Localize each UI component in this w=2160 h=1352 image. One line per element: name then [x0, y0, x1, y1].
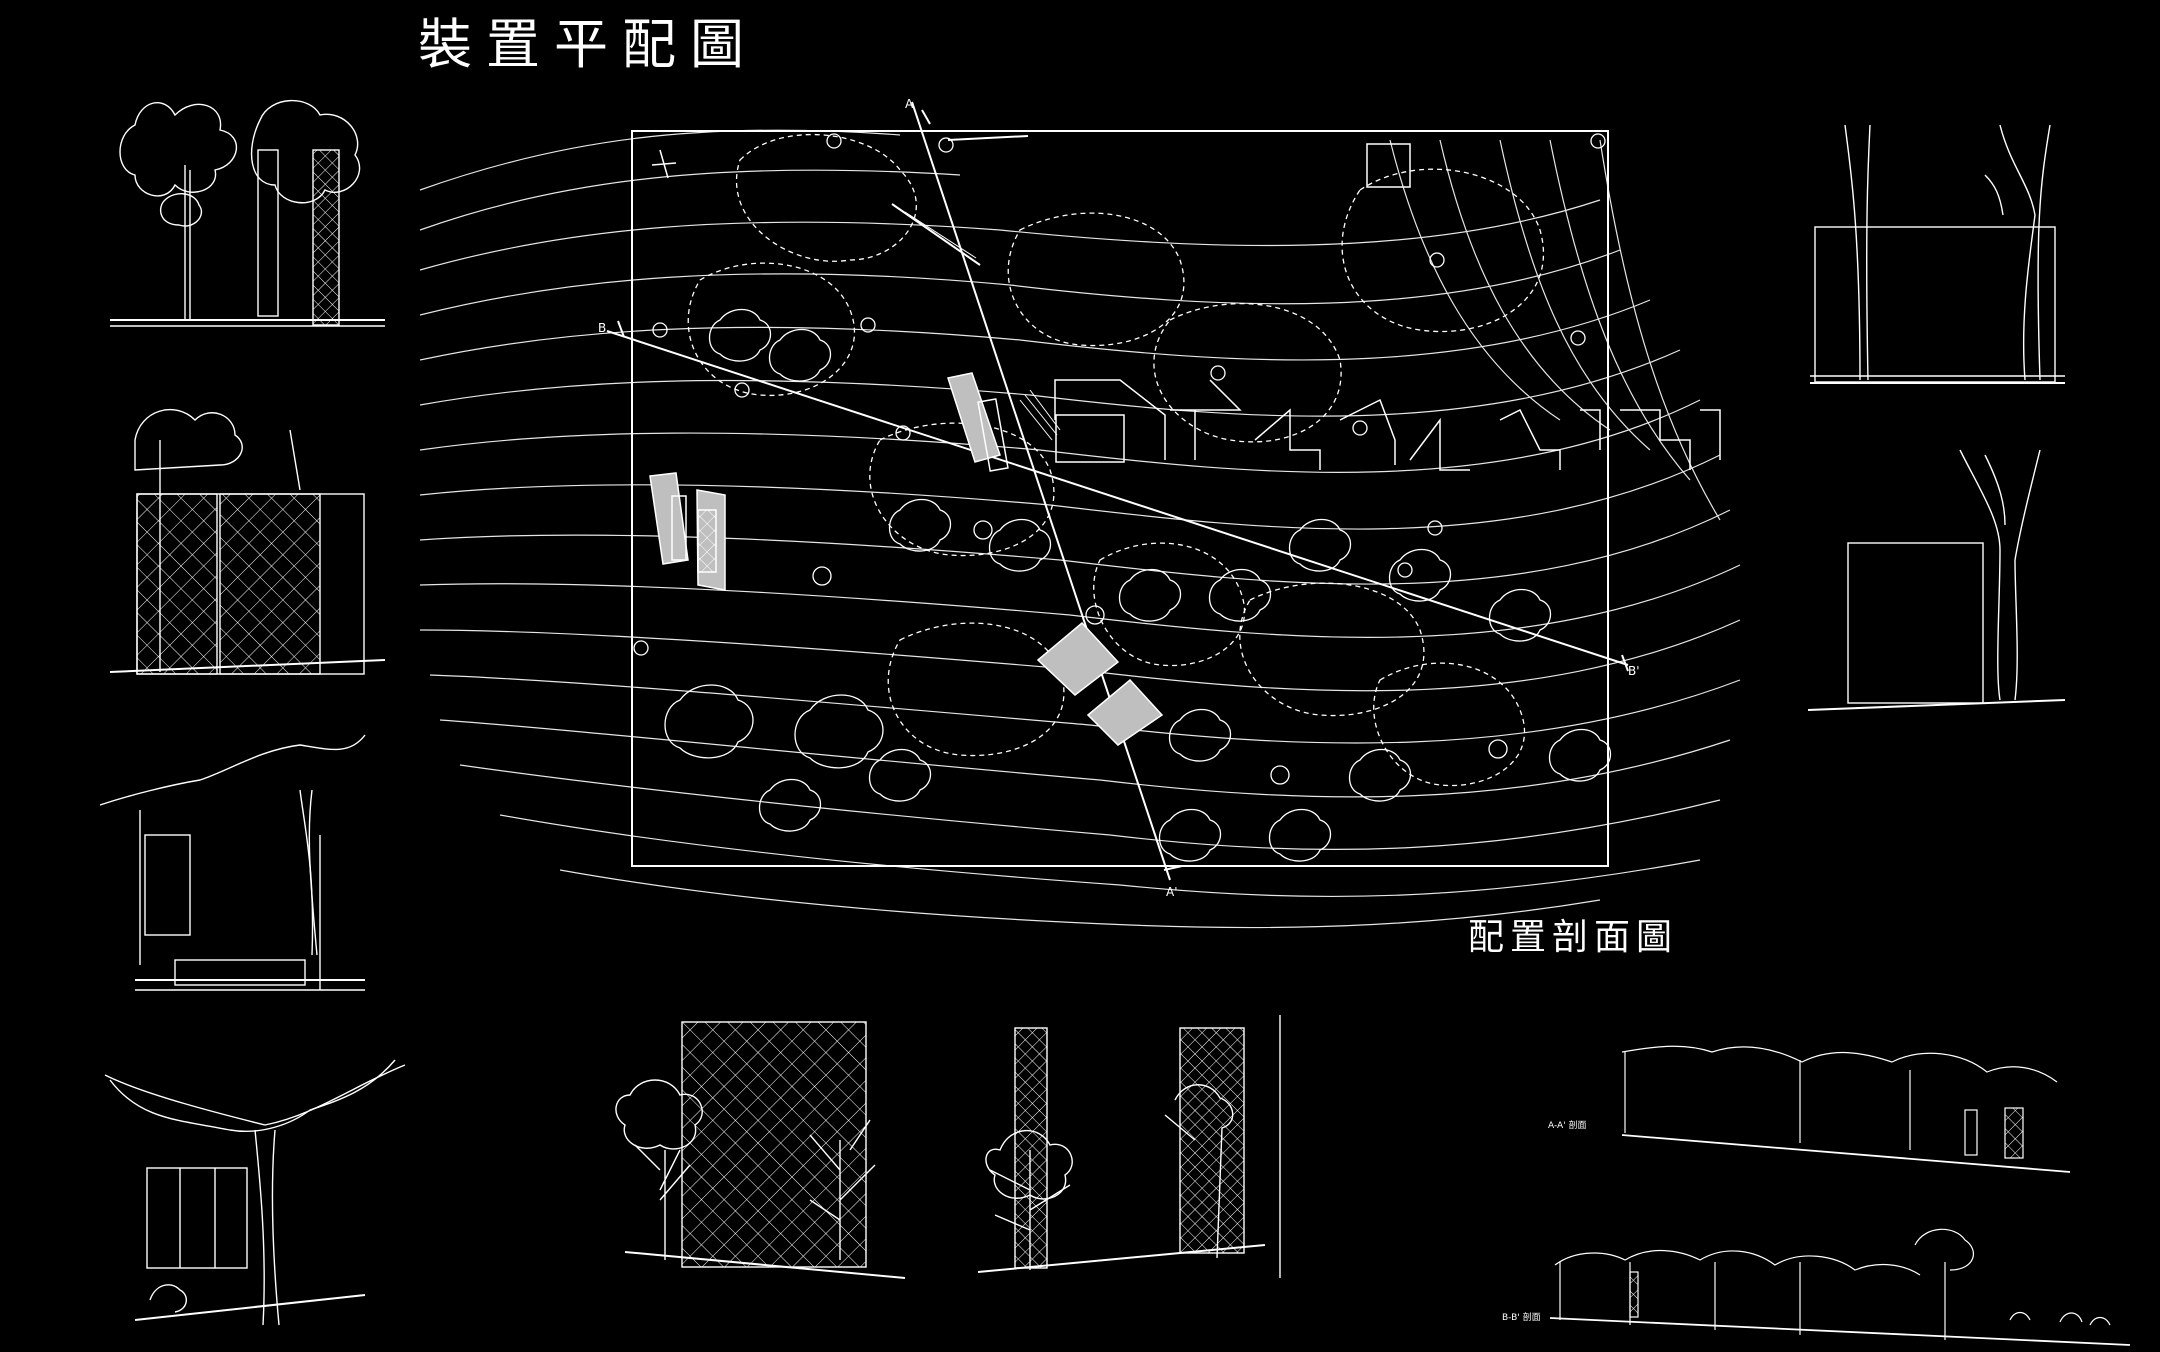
contour-lines [419, 129, 1741, 929]
installation-pieces [649, 372, 1164, 746]
section-bb-label: B-B' 剖面 [1502, 1311, 1541, 1323]
left-elevation-1 [110, 99, 385, 327]
plan-title: 裝置平配圖 [418, 13, 758, 76]
tree-trunks [633, 133, 1606, 785]
site-boundary [631, 130, 1609, 867]
bottom-elevation-2 [977, 1015, 1281, 1278]
left-elevation-4 [104, 1059, 406, 1326]
section-aa-label: A-A' 剖面 [1548, 1119, 1587, 1131]
right-elevation-1 [1810, 124, 2065, 384]
site-plan: A A' B B' [419, 97, 1741, 929]
left-elevation-3 [99, 734, 366, 991]
section-bb [1549, 1228, 2131, 1346]
section-line-a [911, 101, 1171, 881]
section-line-b [606, 330, 1629, 666]
section-label-a: A [905, 97, 914, 111]
tree-canopies [687, 133, 1545, 787]
bottom-elevation-1 [615, 1021, 906, 1279]
left-elevation-2 [109, 409, 386, 675]
section-label-b: B [598, 321, 606, 335]
section-title: 配置剖面圖 [1468, 917, 1679, 958]
section-label-a-prime: A' [1166, 885, 1178, 899]
section-aa [1621, 1045, 2071, 1173]
right-elevation-2 [1807, 449, 2066, 711]
section-label-b-prime: B' [1628, 664, 1640, 678]
tree-symbols [664, 308, 1612, 862]
